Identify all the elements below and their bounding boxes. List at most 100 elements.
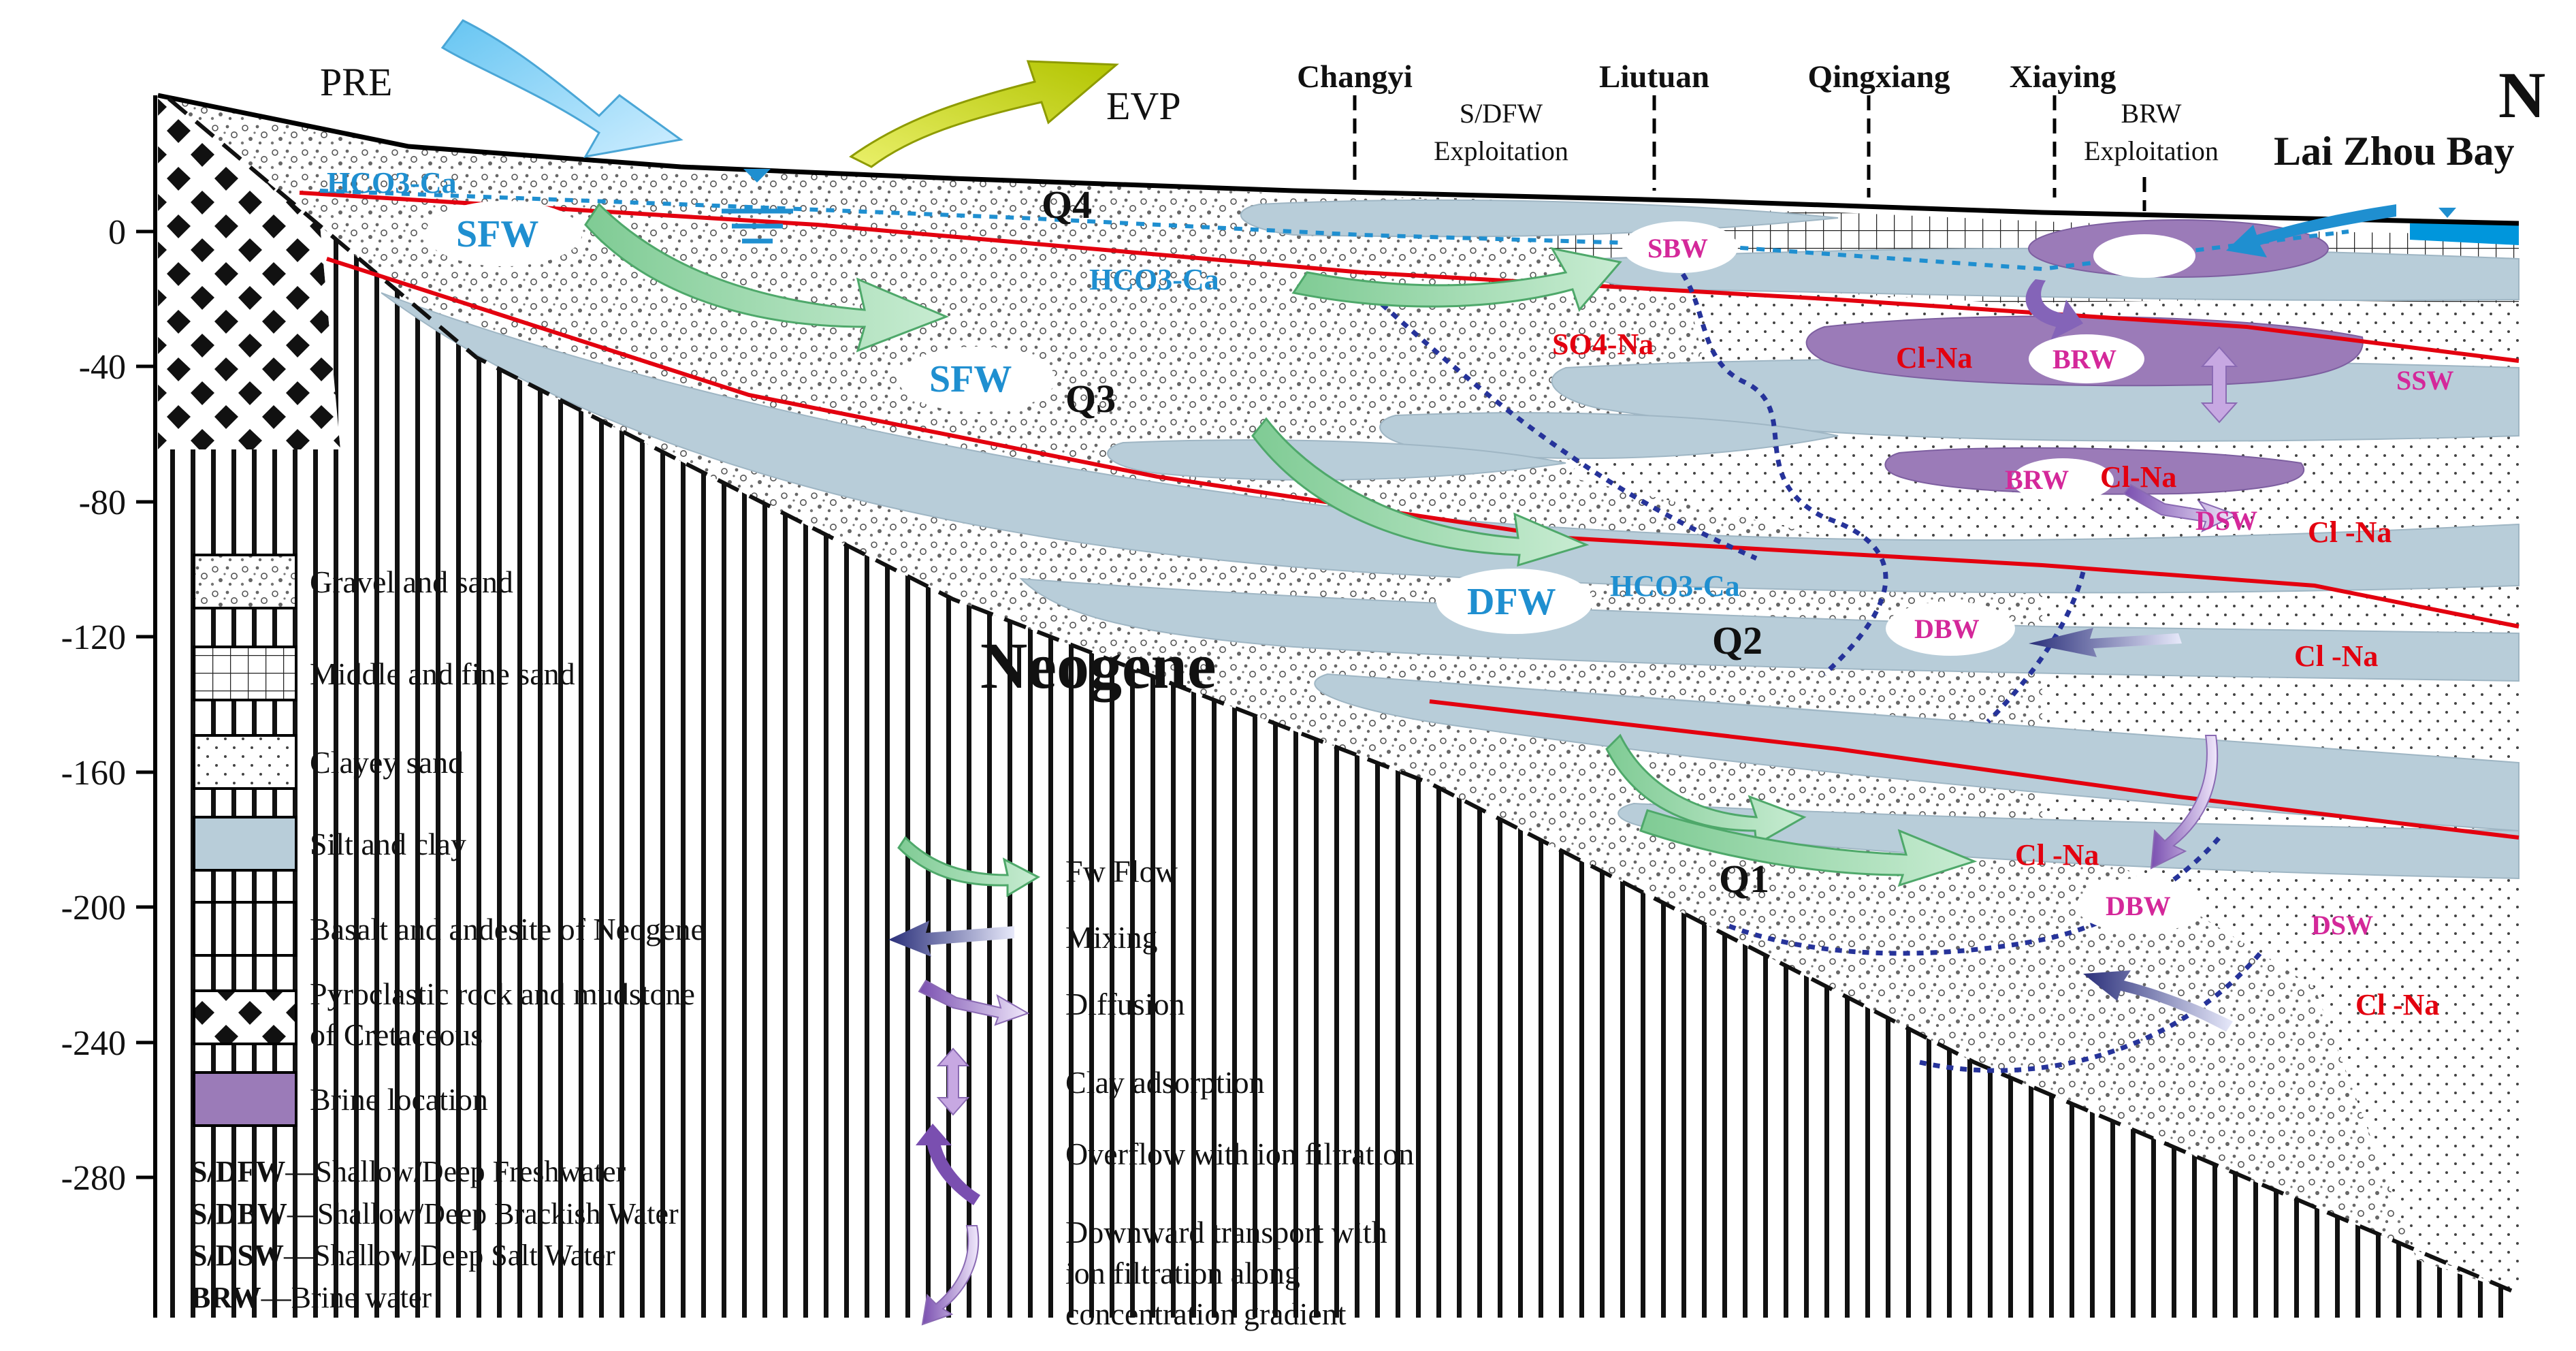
legend-mixing-icon — [888, 921, 1014, 957]
legend-label: Middle and fine sand — [310, 656, 575, 691]
legend-label: Gravel and sand — [310, 565, 513, 599]
neogene-label: Neogene — [980, 629, 1217, 702]
cretaceous-block — [158, 97, 340, 449]
abbreviation-value: —Shallow/Deep Brackish Water — [287, 1197, 679, 1230]
process-legend-label: Clay adsorption — [1065, 1065, 1265, 1100]
abbreviation-key: S/DSW — [191, 1239, 284, 1272]
abbreviation-line: S/DFW—Shallow/Deep Freshwater — [191, 1155, 626, 1188]
zone-dbw-mid: DBW — [1914, 614, 1980, 644]
sea-intrusion-arrow — [2226, 204, 2396, 257]
y-tick-label: 0 — [108, 213, 126, 252]
legend-label: Basalt and andesite of Neogene — [310, 912, 705, 947]
precipitation-label: PRE — [320, 60, 392, 104]
mixing-arrow-low — [2083, 970, 2233, 1032]
fw-flow-arrows — [584, 202, 1978, 887]
sea-water — [2410, 223, 2519, 245]
location-changyi: Changyi — [1297, 59, 1413, 95]
pre-arrow — [440, 19, 683, 159]
ground-surface-line — [157, 93, 2519, 226]
stratum-q4-label: Q4 — [1042, 182, 1092, 227]
sdfw-exploitation-label: Exploitation — [1434, 136, 1568, 166]
zone-sfw-upper: SFW — [456, 213, 538, 255]
location-qingxiang: Qingxiang — [1808, 59, 1950, 95]
zone-brw-top: BRW — [2110, 241, 2174, 272]
hydrochem-hco3: HCO3-Ca — [1089, 263, 1219, 296]
y-tick-label: -160 — [61, 754, 126, 793]
legend-label: Pyroclastic rock and mudstone — [310, 976, 695, 1011]
zone-brw-low: BRW — [2005, 464, 2069, 495]
zone-sbw: SBW — [1647, 233, 1708, 264]
sky-mask — [158, 0, 2576, 223]
evaporation-label: EVP — [1106, 84, 1181, 128]
process-legend-label: ion filtration along — [1065, 1256, 1300, 1290]
y-tick-label: -40 — [79, 348, 126, 387]
stratum-q1-label: Q1 — [1719, 857, 1769, 901]
hydrochem-cl: Cl -Na — [2015, 838, 2099, 872]
diffusion-arrow — [2123, 483, 2238, 533]
process-legend-label: concentration gradient — [1065, 1297, 1347, 1331]
process-legend-label: Overflow with ion filtration — [1065, 1137, 1414, 1171]
y-axis-ticks — [136, 229, 155, 1179]
hydrochem-cl: Cl -Na — [2308, 515, 2392, 549]
stratum-q3-label: Q3 — [1065, 377, 1116, 421]
lithology-legend — [193, 554, 297, 1127]
hydrochem-hco3: HCO3-Ca — [1610, 569, 1740, 603]
bay-label: Lai Zhou Bay — [2274, 129, 2514, 174]
brw-exploitation-label: Exploitation — [2084, 136, 2219, 166]
legend-label: Silt and clay — [310, 827, 466, 861]
y-tick-label: -280 — [61, 1159, 126, 1198]
y-tick-label: -120 — [61, 618, 126, 657]
legend-diffusion-icon — [918, 979, 1030, 1026]
zone-brw-mid: BRW — [2052, 344, 2116, 375]
location-markers — [1353, 95, 2146, 211]
legend-label: of Cretaceous — [310, 1017, 483, 1052]
location-xiaying: Xiaying — [2010, 59, 2116, 95]
location-liutuan: Liutuan — [1599, 59, 1709, 95]
process-legend-label: Mixing — [1065, 920, 1157, 955]
abbreviation-key: S/DBW — [191, 1197, 287, 1230]
legend-downward-icon — [921, 1225, 980, 1326]
abbreviation-key: S/DFW — [191, 1155, 285, 1188]
hydrochem-cl: Cl -Na — [2294, 639, 2378, 673]
sdfw-exploitation-label: S/DFW — [1460, 98, 1543, 129]
process-legend-label: Diffusion — [1065, 987, 1185, 1021]
zone-dsw-low: DSW — [2311, 910, 2373, 940]
neogene-basalt — [158, 99, 2519, 1318]
zone-sfw-mid: SFW — [929, 358, 1012, 400]
abbreviation-line: S/DSW—Shallow/Deep Salt Water — [191, 1239, 615, 1272]
legend-overflow-icon — [916, 1124, 980, 1205]
legend-fw-flow-icon — [897, 836, 1041, 897]
quaternary-base-line — [167, 97, 2520, 1296]
abbreviation-value: —Shallow/Deep Salt Water — [283, 1239, 615, 1272]
stratum-q2-label: Q2 — [1712, 618, 1762, 663]
y-tick-label: -240 — [61, 1024, 126, 1063]
hydrochem-so4: SO4-Na — [1552, 328, 1654, 361]
mixing-arrow-mid — [2029, 628, 2182, 657]
zone-dfw: DFW — [1467, 581, 1556, 623]
abbreviation-value: —Brine water — [261, 1281, 432, 1314]
zone-label-backgrounds — [425, 201, 2206, 933]
process-legend — [888, 836, 1041, 1326]
hydrochem-cl: Cl -Na — [2355, 988, 2439, 1021]
downward-transport-arrow — [2150, 735, 2219, 870]
process-legend-label: Downward transport with — [1065, 1215, 1387, 1250]
zone-dsw-mid: DSW — [2195, 505, 2257, 536]
water-table-line — [319, 189, 2349, 272]
hydrochem-cl: Cl-Na — [2100, 460, 2176, 494]
abbreviation-key: BRW — [191, 1281, 261, 1314]
water-table-symbol — [722, 169, 793, 244]
y-tick-label: -200 — [61, 889, 126, 927]
process-legend-label: Fw Flow — [1065, 854, 1178, 889]
legend-clay-adsorption-icon — [936, 1047, 970, 1116]
north-label: N — [2498, 59, 2545, 131]
abbreviation-line: S/DBW—Shallow/Deep Brackish Water — [191, 1197, 679, 1230]
clay-adsorption-arrow — [2200, 346, 2238, 424]
y-tick-label: -80 — [79, 483, 126, 522]
brw-exploitation-label: BRW — [2121, 98, 2182, 129]
abbreviation-value: —Shallow/Deep Freshwater — [285, 1155, 626, 1188]
hydrochem-hco3: HCO3-Ca — [327, 166, 457, 200]
sea-level-marker — [2438, 208, 2456, 218]
overflow-arrow-top — [2025, 279, 2083, 340]
hydrochem-cl: Cl-Na — [1896, 341, 1972, 375]
zone-ssw: SSW — [2396, 365, 2454, 396]
